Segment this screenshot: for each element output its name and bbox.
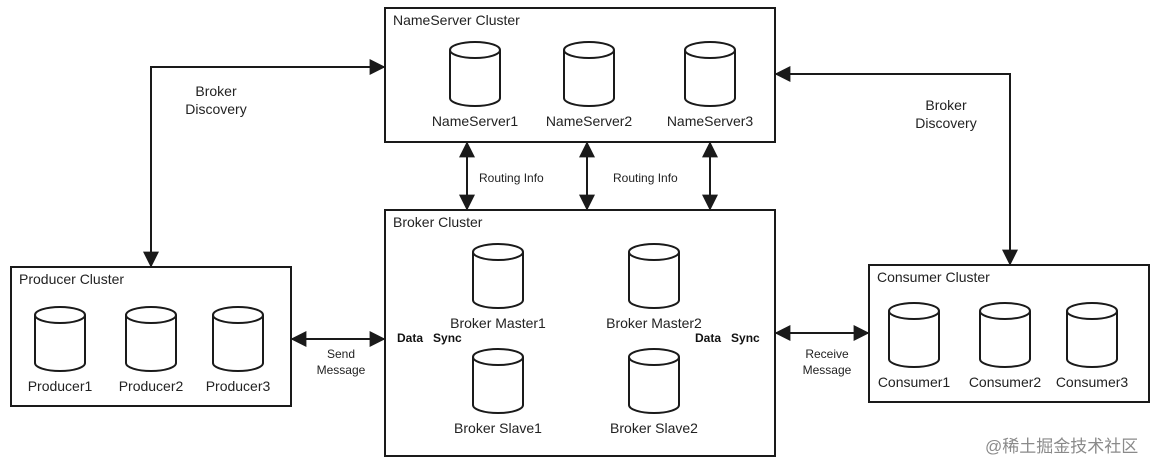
broker-slave-node: Broker Slave2 bbox=[589, 346, 719, 436]
producer-cluster: Producer Cluster Producer1 Producer2 Pro… bbox=[10, 266, 292, 407]
nameserver-cluster: NameServer Cluster NameServer1 NameServe… bbox=[384, 7, 776, 143]
broker-slave-node: Broker Slave1 bbox=[433, 346, 563, 436]
node-label: Consumer2 bbox=[968, 374, 1042, 390]
node-label: Broker Master2 bbox=[606, 315, 702, 331]
data-sync-label-right: Data Sync bbox=[695, 331, 760, 345]
nameserver-node: NameServer2 bbox=[524, 39, 654, 129]
routing-info-label-right: Routing Info bbox=[613, 171, 678, 185]
producer-cluster-title: Producer Cluster bbox=[19, 271, 125, 287]
database-icon bbox=[888, 302, 940, 368]
send-message-label: Send Message bbox=[310, 346, 372, 378]
label-line: Send bbox=[326, 347, 356, 361]
consumer-nameserver-link bbox=[774, 66, 1018, 266]
label-word: Sync bbox=[731, 331, 760, 345]
consumer-node: Consumer3 bbox=[1027, 300, 1157, 390]
nameserver-node: NameServer3 bbox=[645, 39, 775, 129]
node-label: NameServer2 bbox=[545, 113, 633, 129]
database-icon bbox=[684, 41, 736, 107]
database-icon bbox=[628, 243, 680, 309]
database-icon bbox=[34, 306, 86, 372]
label-line: Broker bbox=[925, 97, 967, 113]
broker-master-node: Broker Master1 bbox=[433, 241, 563, 331]
node-label: Producer3 bbox=[205, 378, 271, 394]
node-label: NameServer1 bbox=[431, 113, 519, 129]
broker-discovery-label-left: Broker Discovery bbox=[178, 82, 254, 118]
database-icon bbox=[1066, 302, 1118, 368]
database-icon bbox=[563, 41, 615, 107]
consumer-cluster: Consumer Cluster Consumer1 Consumer2 Con… bbox=[868, 264, 1150, 403]
receive-message-label: Receive Message bbox=[796, 346, 858, 378]
label-line: Receive bbox=[805, 347, 849, 361]
node-label: Broker Master1 bbox=[450, 315, 546, 331]
label-word: Data bbox=[695, 331, 722, 345]
producer-node: Producer2 bbox=[86, 304, 216, 394]
producer-nameserver-link bbox=[143, 59, 386, 268]
broker-cluster: Broker Cluster Broker Master1 Broker Sla… bbox=[384, 209, 776, 457]
label-line: Discovery bbox=[915, 115, 977, 131]
database-icon bbox=[472, 348, 524, 414]
node-label: Broker Slave1 bbox=[454, 420, 542, 436]
producer-node: Producer1 bbox=[0, 304, 125, 394]
database-icon bbox=[979, 302, 1031, 368]
label-line: Broker bbox=[195, 83, 237, 99]
label-line: Discovery bbox=[185, 101, 247, 117]
node-label: NameServer3 bbox=[666, 113, 754, 129]
node-label: Producer1 bbox=[27, 378, 93, 394]
consumer-node: Consumer1 bbox=[849, 300, 979, 390]
database-icon bbox=[212, 306, 264, 372]
label-line: Message bbox=[316, 363, 366, 377]
broker-discovery-label-right: Broker Discovery bbox=[908, 96, 984, 132]
database-icon bbox=[449, 41, 501, 107]
node-label: Consumer1 bbox=[877, 374, 951, 390]
broker-master-node: Broker Master2 bbox=[589, 241, 719, 331]
label-line: Message bbox=[802, 363, 852, 377]
label-word: Data bbox=[397, 331, 424, 345]
nameserver-cluster-title: NameServer Cluster bbox=[393, 12, 520, 28]
database-icon bbox=[628, 348, 680, 414]
database-icon bbox=[125, 306, 177, 372]
consumer-node: Consumer2 bbox=[940, 300, 1070, 390]
node-label: Consumer3 bbox=[1055, 374, 1129, 390]
producer-node: Producer3 bbox=[173, 304, 303, 394]
node-label: Producer2 bbox=[118, 378, 184, 394]
consumer-cluster-title: Consumer Cluster bbox=[877, 269, 990, 285]
label-word: Sync bbox=[433, 331, 462, 345]
watermark: @稀土掘金技术社区 bbox=[985, 437, 1139, 456]
nameserver-node: NameServer1 bbox=[410, 39, 540, 129]
routing-info-label-left: Routing Info bbox=[479, 171, 544, 185]
database-icon bbox=[472, 243, 524, 309]
data-sync-label-left: Data Sync bbox=[397, 331, 462, 345]
broker-cluster-title: Broker Cluster bbox=[393, 214, 483, 230]
node-label: Broker Slave2 bbox=[610, 420, 698, 436]
